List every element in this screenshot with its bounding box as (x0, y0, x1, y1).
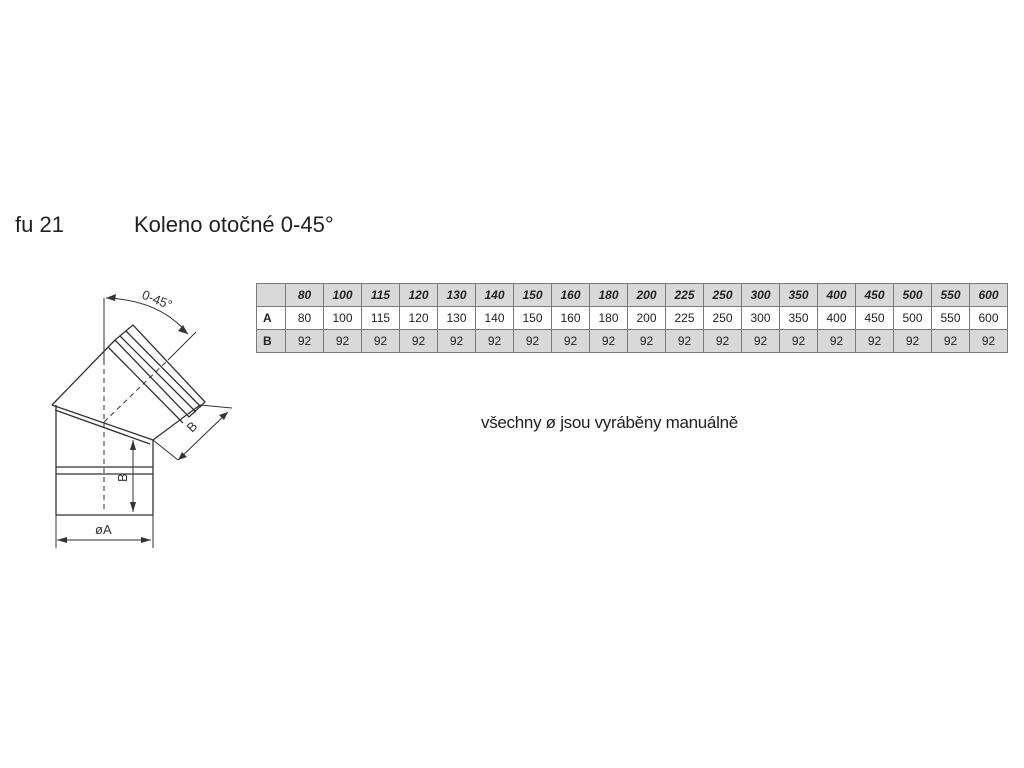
table-cell: 92 (931, 329, 970, 353)
angle-label: 0-45° (140, 287, 175, 313)
table-cell: 92 (475, 329, 514, 353)
column-header-cell: 400 (817, 283, 856, 307)
table-cell: 80 (285, 306, 324, 330)
column-header-cell: 600 (969, 283, 1008, 307)
table-cell: 180 (589, 306, 628, 330)
dim-line-b-upper (177, 411, 229, 461)
dim-label-b-lower: B (115, 473, 130, 482)
reference-line (167, 331, 197, 361)
upper-pipe-band (107, 346, 184, 424)
centre-line-angled (103, 359, 169, 423)
table-cell: 200 (627, 306, 666, 330)
table-cell: 92 (589, 329, 628, 353)
table-cell: 450 (855, 306, 894, 330)
table-cell: 160 (551, 306, 590, 330)
table-cell: 92 (665, 329, 704, 353)
column-header-cell: 550 (931, 283, 970, 307)
upper-pipe-edge (152, 404, 201, 441)
arrowhead (130, 502, 136, 512)
table-corner-cell (256, 283, 286, 307)
upper-pipe-body (114, 324, 206, 418)
elbow-technical-drawing: 0-45° B B øA (51, 287, 233, 548)
column-header-cell: 500 (893, 283, 932, 307)
column-header-cell: 350 (779, 283, 818, 307)
column-header-cell: 115 (361, 283, 400, 307)
table-cell: 92 (551, 329, 590, 353)
table-cell: 600 (969, 306, 1008, 330)
table-cell: 92 (703, 329, 742, 353)
arrowhead (141, 537, 151, 543)
table-cell: 92 (969, 329, 1008, 353)
upper-pipe-edge (51, 339, 116, 406)
upper-pipe-band (125, 330, 202, 408)
table-cell: 92 (513, 329, 552, 353)
extension-line (199, 404, 233, 409)
table-cell: 92 (361, 329, 400, 353)
table-cell: 130 (437, 306, 476, 330)
extension-line (152, 439, 179, 461)
table-cell: 92 (437, 329, 476, 353)
arrowhead (106, 294, 116, 301)
dim-label-a: øA (95, 522, 112, 537)
table-cell: 92 (779, 329, 818, 353)
table-cell: 300 (741, 306, 780, 330)
column-header-cell: 140 (475, 283, 514, 307)
table-cell: 92 (399, 329, 438, 353)
column-header-cell: 180 (589, 283, 628, 307)
column-header-cell: 250 (703, 283, 742, 307)
column-header-cell: 450 (855, 283, 894, 307)
column-header-cell: 225 (665, 283, 704, 307)
lower-pipe-outline (55, 405, 154, 516)
column-header-cell: 150 (513, 283, 552, 307)
table-cell: 92 (627, 329, 666, 353)
table-cell: 115 (361, 306, 400, 330)
arrowhead (130, 440, 136, 450)
column-header-cell: 200 (627, 283, 666, 307)
table-cell: 150 (513, 306, 552, 330)
product-title: Koleno otočné 0-45° (134, 212, 334, 237)
table-cell: 225 (665, 306, 704, 330)
table-cell: 350 (779, 306, 818, 330)
table-cell: 92 (855, 329, 894, 353)
table-cell: 92 (285, 329, 324, 353)
table-cell: 92 (893, 329, 932, 353)
column-header-cell: 100 (323, 283, 362, 307)
upper-pipe-band (119, 335, 197, 413)
row-label-cell: A (256, 306, 286, 330)
miter-line (54, 409, 151, 445)
table-cell: 92 (817, 329, 856, 353)
arrowhead (57, 537, 67, 543)
column-header-cell: 130 (437, 283, 476, 307)
row-label-cell: B (256, 329, 286, 353)
table-cell: 92 (741, 329, 780, 353)
table-cell: 500 (893, 306, 932, 330)
table-cell: 550 (931, 306, 970, 330)
column-header-cell: 160 (551, 283, 590, 307)
column-header-cell: 300 (741, 283, 780, 307)
table-cell: 120 (399, 306, 438, 330)
column-header-cell: 80 (285, 283, 324, 307)
table-cell: 400 (817, 306, 856, 330)
arrowhead (178, 452, 187, 460)
table-cell: 100 (323, 306, 362, 330)
column-header-cell: 120 (399, 283, 438, 307)
arrowhead (178, 325, 188, 334)
table-cell: 140 (475, 306, 514, 330)
product-code: fu 21 (15, 212, 64, 237)
manufacturing-note: všechny ø jsou vyráběny manuálně (481, 413, 738, 432)
miter-line (51, 404, 154, 441)
table-cell: 250 (703, 306, 742, 330)
table-cell: 92 (323, 329, 362, 353)
dim-label-b-upper: B (184, 418, 201, 435)
arrowhead (219, 412, 228, 420)
